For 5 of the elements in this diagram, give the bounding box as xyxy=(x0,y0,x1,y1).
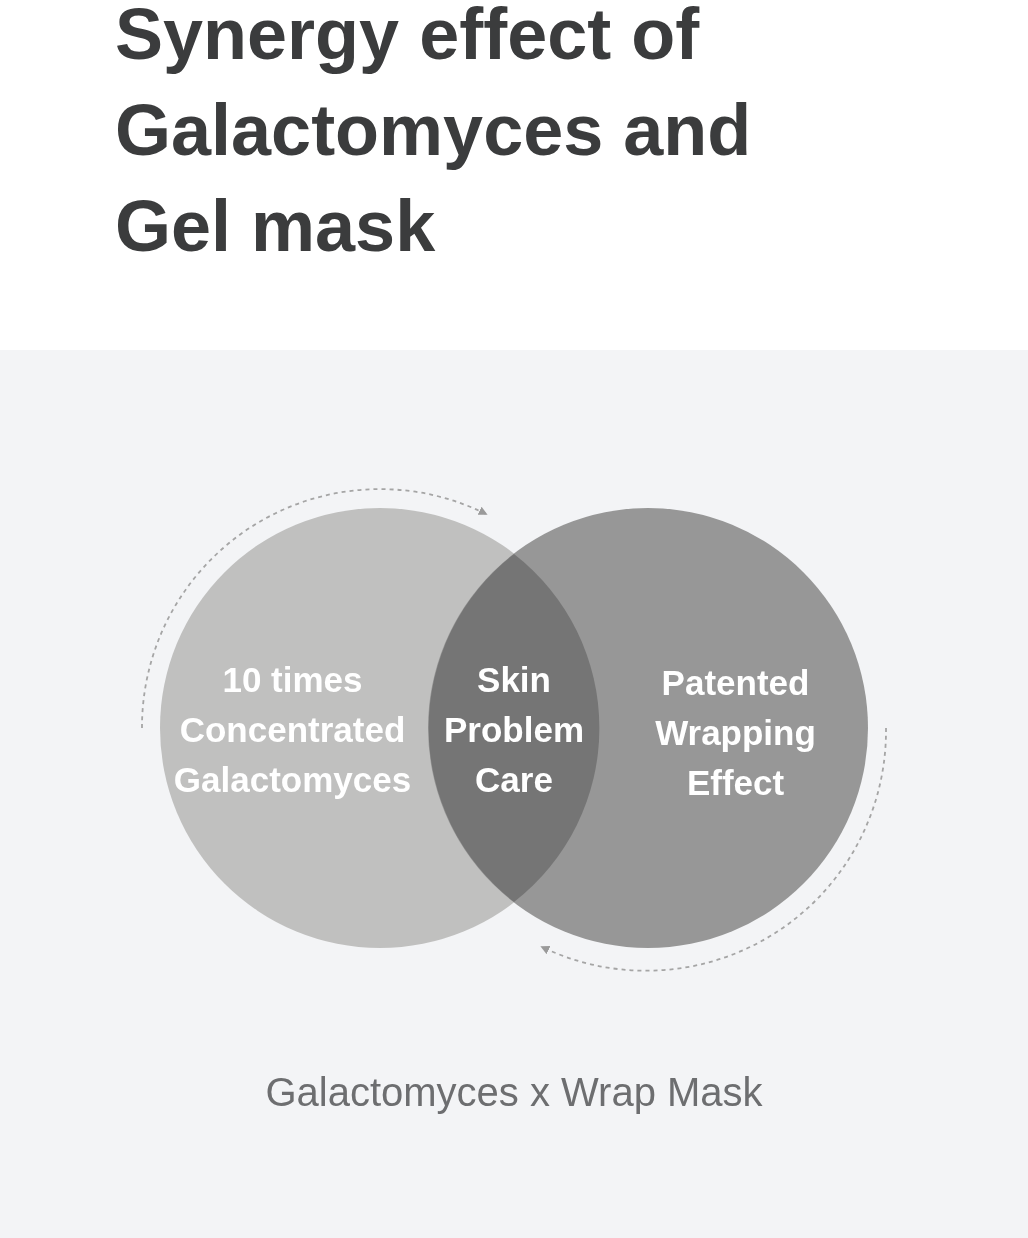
circle-label: 10 times Concentrated Galactomyces xyxy=(172,659,413,801)
title: Synergy effect of Galactomyces and Gel mask xyxy=(115,0,753,268)
circle-label: Skin Problem Care xyxy=(442,659,585,801)
caption: Galactomyces x Wrap Mask xyxy=(264,1070,764,1115)
circle-label: Patented Wrapping Effect xyxy=(654,662,817,804)
